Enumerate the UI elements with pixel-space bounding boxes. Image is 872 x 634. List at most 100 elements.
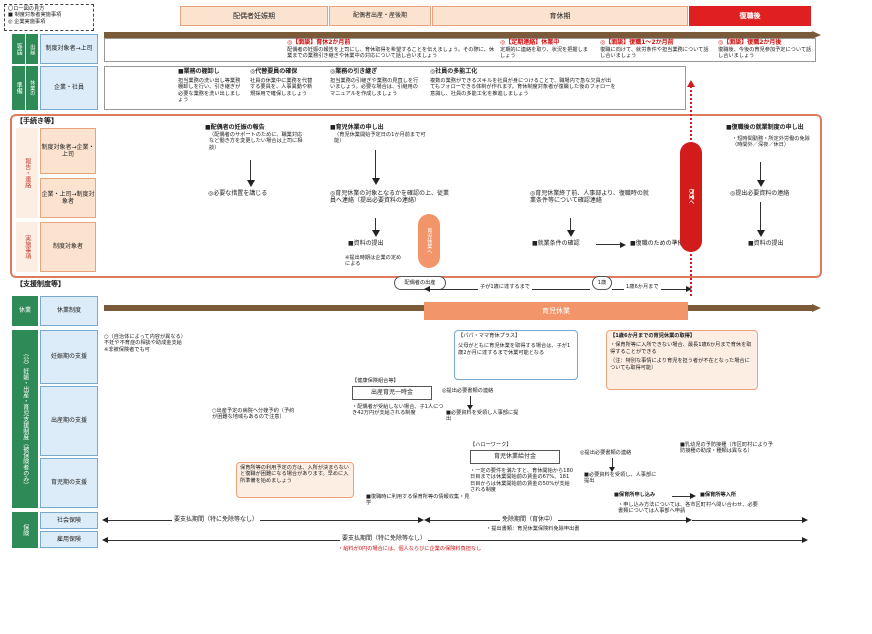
shien-title: 【支援制度等】 <box>16 280 65 288</box>
ichijikin-note: ・配偶者が受給しない場合、子1人につき42万円が支給される制度 <box>352 404 444 417</box>
flow-down <box>250 160 252 182</box>
flow-down-arrow <box>756 230 765 237</box>
marker-label: 1歳 <box>597 279 607 286</box>
box-label: 育児休業給付金 <box>493 453 536 461</box>
jisshi-s2: ■就業条件の確認 <box>532 240 580 247</box>
ichijikin-box: 出産育児一時金 <box>352 386 432 400</box>
todoke-label: 制度対象者→上司 <box>40 34 98 64</box>
kenko-title: 【健康保険組合等】 <box>352 378 399 384</box>
span-line <box>108 540 804 541</box>
legend-item: ■ 制度対象者実施事項 <box>8 12 62 19</box>
bubble-label: 育児休業へ <box>426 228 433 254</box>
flow-arrow <box>812 31 821 39</box>
callout-hoikusho-body: 保育所等の利用予定の方は、入所が決まらないと復職が困難になる場合があります。早め… <box>240 465 349 484</box>
ikuji-kyugyo-bar: 育児休業 <box>424 302 688 320</box>
houkoku-h1-note: （配偶者のサポートのために、職業対応など働き方を変更したい場合は上司に相談） <box>209 132 303 151</box>
houkoku-side: 報告・連絡 <box>16 128 38 218</box>
side-label: 休業の <box>29 80 36 96</box>
flow-down-arrow <box>608 467 615 472</box>
span1-label: 子が1歳に達するまで <box>478 284 532 291</box>
todoke-t1-note: 配偶者の妊娠の報告を上司にし、育休取得を希望することを伝えましょう。その際に、休… <box>287 47 495 60</box>
bar-label: 育児休業 <box>542 306 570 315</box>
row-label: 出産期の支援 <box>50 417 87 425</box>
callout-one-half: 【1歳6か月までの育児休業の取得】 ・保育所等に入所できない場合、最長1歳6か月… <box>606 330 758 390</box>
info-gathering: ■復職時に利用する保育所等の情報収集・見学 <box>366 494 470 507</box>
houkoku-label1: 制度対象者→企業・上司 <box>40 128 96 174</box>
houkoku-k3: ◎育児休業終了前、人事部より、復職時の就業条件等について確認連絡 <box>530 190 649 205</box>
row-label: 雇用保険 <box>56 535 81 543</box>
junbi-j2-note: 社員の休業中に業務を代替する要員を、人事異動や新規採用で確保しましょう <box>250 78 313 97</box>
hoiku-mk: ■保育所申し込み <box>614 492 656 498</box>
jisshi-s3: ■復職のための準備 <box>630 240 684 247</box>
houkoku-h1: ■配偶者の妊娠の報告 <box>205 124 265 131</box>
span-arrow-right <box>802 517 808 523</box>
callout-hoikusho: 保育所等の利用予定の方は、入所が決まらないと復職が困難になる場合があります。早め… <box>236 462 354 498</box>
flow-down <box>760 162 762 182</box>
koyo1: 要支払期間（特に免除等なし） <box>340 535 429 543</box>
kyugyo-label: 休業制度 <box>40 296 98 326</box>
houkoku-h3: ■復職後の就業制度の申し出 <box>726 124 804 131</box>
shakai1: 要支払期間（特に免除等なし） <box>172 516 261 524</box>
junbi-j2: ◎代替要員の確保 <box>250 68 298 75</box>
side-label: 出届 <box>29 43 36 55</box>
flow-down <box>612 458 613 468</box>
one-year-marker: 1歳 <box>592 276 612 290</box>
callout-papa-body: 父母がともに育児休業を取得する場合は、子が1歳2か月に達するまで休業可能となる <box>458 343 571 356</box>
row-label: 社会保険 <box>56 516 81 524</box>
flow-down-arrow <box>371 230 380 237</box>
flow-down-arrow <box>566 230 575 237</box>
junbi-side: 準備 <box>12 66 25 110</box>
ikuji-r1: ■乳幼児の予防接種（市区町村により予防接種の助成・種類は異なる） <box>680 442 773 455</box>
houkoku-h2: ■育児休業の申し出 <box>330 124 384 131</box>
legend-item: ◎ 企業実施事項 <box>8 18 46 25</box>
ikuji-label: 育児期の支援 <box>40 458 98 508</box>
phase-spouse-pregnancy: 配偶者妊娠期 <box>180 6 328 26</box>
houkoku-k2: ◎育児休業の対象となるかを確認の上、従業員へ連絡（提出必要資料の連絡） <box>330 190 450 205</box>
phase-childcare-leave: 育休期 <box>432 6 688 26</box>
flow-down <box>470 396 471 406</box>
flow-down <box>375 150 377 180</box>
jisshi-side: 実施事項 <box>16 222 38 272</box>
callout-one-half-title: 【1歳6か月までの育児休業の取得】 <box>610 333 696 339</box>
flow-down-arrow <box>371 178 380 185</box>
jisshi-s1: ■資料の提出 <box>348 240 384 247</box>
junbi-j4: ◎社員の多能工化 <box>430 68 478 75</box>
junbi-box <box>104 66 686 110</box>
side-label: 準備 <box>15 82 23 94</box>
todoke-t4-note: 復職後、今後の育児参加予定について話し合いましょう <box>718 47 812 60</box>
shakai2-note: ・提出書類：育児休業保険料免除申出書 <box>486 526 580 532</box>
legend-box: 〇ロ一図の見方 ■ 制度対象者実施事項 ◎ 企業実施事項 <box>4 4 94 31</box>
tetsuzuki-title: 【手続き等】 <box>16 117 58 125</box>
koyo-label: 雇用保険 <box>40 531 98 548</box>
flow-down <box>375 218 377 232</box>
flow-right <box>672 496 692 497</box>
houkoku-h3-note: ・短時間勤務・所定外労働の免除（時間外／深夜／休日） <box>732 136 810 149</box>
span-arrow-left <box>102 537 108 543</box>
birth-marker: 配偶者の出産 <box>394 276 446 290</box>
hellowork-title: 【ハローワーク】 <box>470 442 512 448</box>
houkoku-h2-note: （育児休業開始予定日の1か月前まで可能） <box>334 132 426 145</box>
row-label: 育児期の支援 <box>50 479 87 487</box>
todoke-t2-note: 定期的に連絡を取り、状況を把握しましょう <box>500 47 588 60</box>
shussan-note: ○出産予定の病院へ分娩予約（予約が困難な地域もあるので注意） <box>212 408 295 421</box>
row-label: 制度対象者→企業・上司 <box>41 143 95 158</box>
side-label: 等届 <box>15 43 23 55</box>
hoiku-mk-note: ・申し込み方法については、各市区町村へ問い合わせ、必要書類については人事部へ申請 <box>618 502 758 515</box>
callout-one-half-body: ・保育所等に入所できない場合、最長1歳6か月まで育休を取得することができる <box>610 342 752 355</box>
houkoku-label2: 企業・上司→制度対象者 <box>40 178 96 218</box>
shussan-label: 出産期の支援 <box>40 386 98 456</box>
ichijikin-r1: ◎提出必要書類の連絡 <box>442 388 494 394</box>
side-label: （公）妊娠・出産・育児支援制度（被保険者のみ） <box>21 350 29 488</box>
span-arrow-left <box>424 286 430 292</box>
ichijikin-r2: ■必要資料を受領し人事部に提出 <box>446 410 519 423</box>
side-label: 報告・連絡 <box>23 158 31 188</box>
flow-line <box>104 32 814 38</box>
houkoku-k1: ◎必要な措置を講じる <box>208 190 268 197</box>
callout-one-half-note: （注：特別な事情により育児を担う者が不在となった場合についても取得可能） <box>610 358 750 371</box>
todoke-t4: ◎【面談】復職2か月後 <box>718 39 782 46</box>
koyo-note: ・給料が0円の場合には、個人ならびに企業の保険料負担なし <box>338 546 482 552</box>
flow-down-arrow <box>466 405 473 410</box>
phase-label: 配偶者出産・産後期 <box>352 12 407 20</box>
side-label: 実施事項 <box>23 235 31 259</box>
box-label: 出産育児一時金 <box>370 389 413 397</box>
